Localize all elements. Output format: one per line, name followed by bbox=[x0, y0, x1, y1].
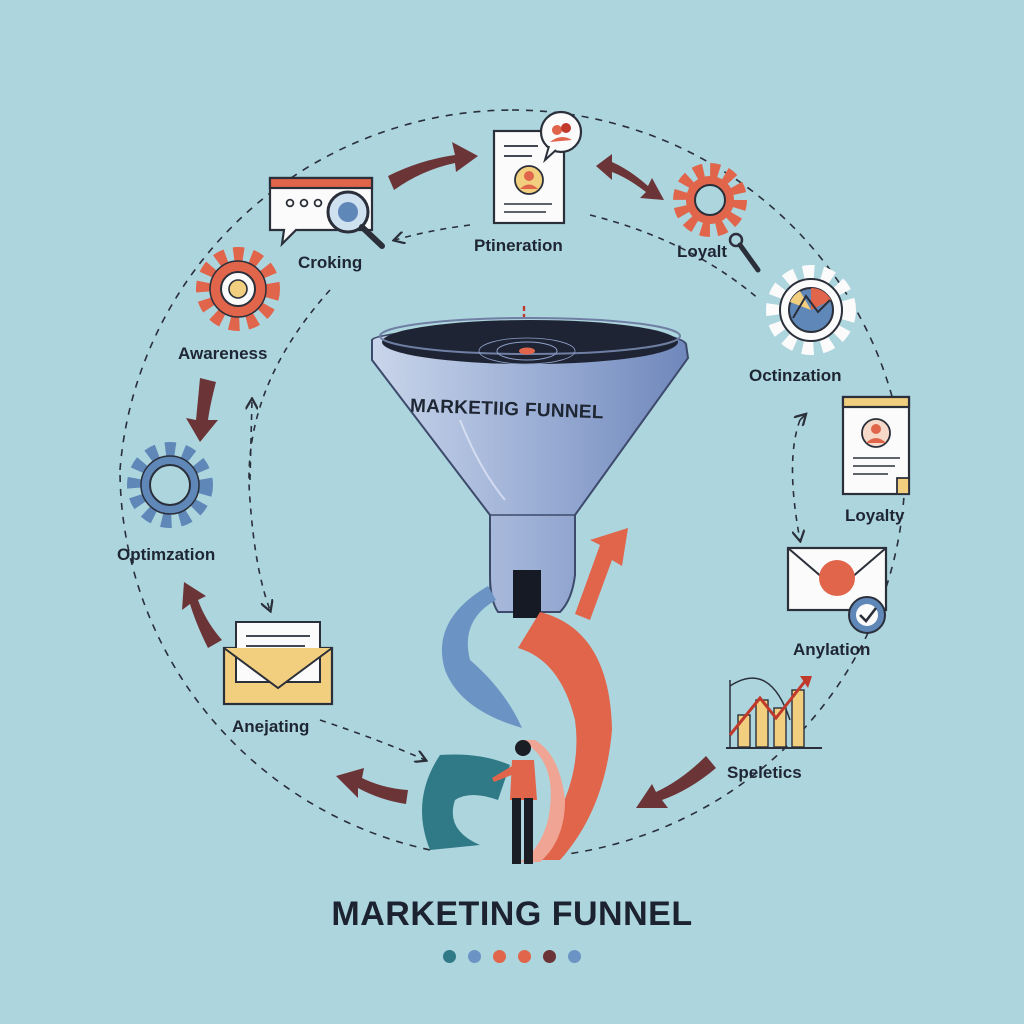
person-figure bbox=[492, 740, 537, 864]
pagination-dot bbox=[468, 950, 481, 963]
pagination-dots bbox=[0, 950, 1024, 963]
stage-label-anylation: Anylation bbox=[793, 640, 871, 659]
gear-magnifier-icon bbox=[673, 163, 761, 273]
stage-label-anejating: Anejating bbox=[232, 717, 310, 736]
gear-icon bbox=[127, 442, 213, 528]
gear-chart-icon bbox=[766, 265, 856, 355]
pagination-dot bbox=[568, 950, 581, 963]
pagination-dot bbox=[543, 950, 556, 963]
stage-label-awareness: Awareness bbox=[178, 344, 268, 363]
stage-label-ptineration: Ptineration bbox=[474, 236, 563, 255]
pagination-dot bbox=[493, 950, 506, 963]
page-title: MARKETING FUNNEL bbox=[331, 895, 693, 933]
stage-label-croking: Croking bbox=[298, 253, 363, 272]
stage-label-loyalt: Loyalt bbox=[677, 242, 728, 261]
chat-search-icon bbox=[268, 176, 385, 249]
document-profile-icon bbox=[492, 129, 566, 225]
funnel-swirls bbox=[422, 528, 628, 862]
stage-label-speletics: Speletics bbox=[727, 763, 802, 782]
pagination-dot bbox=[443, 950, 456, 963]
envelope-check-icon bbox=[786, 546, 888, 634]
funnel bbox=[371, 317, 690, 618]
chat-bubble-icon bbox=[539, 110, 583, 164]
document-profile-icon bbox=[841, 395, 911, 496]
bar-chart-icon bbox=[726, 676, 822, 749]
flow-arrows bbox=[182, 142, 716, 808]
stage-label-optimzation: Optimzation bbox=[117, 545, 216, 564]
outer-dashed-cycle bbox=[119, 109, 906, 856]
stage-label-loyalty: Loyalty bbox=[845, 506, 905, 525]
gear-icon bbox=[196, 247, 280, 331]
pagination-dot bbox=[518, 950, 531, 963]
envelope-letter-icon bbox=[222, 621, 334, 706]
stage-label-octinzation: Octinzation bbox=[749, 366, 842, 385]
inner-dashed-paths bbox=[249, 214, 805, 760]
